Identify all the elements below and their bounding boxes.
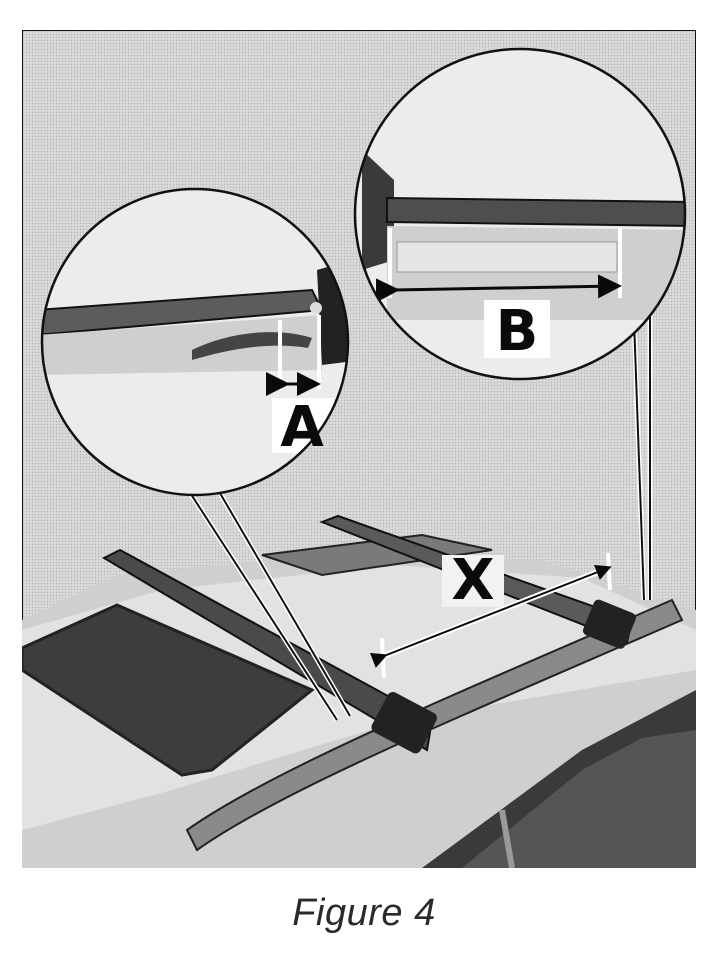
label-x: X: [451, 548, 494, 613]
dimension-x: X: [369, 548, 612, 679]
label-a: A: [280, 395, 324, 460]
crossbar-front: [101, 548, 437, 754]
figure-illustration: X A: [22, 30, 696, 868]
callout-a: A: [40, 187, 350, 497]
sunroof: [22, 603, 315, 777]
callout-b: B: [353, 47, 687, 381]
callout-leaders: [184, 310, 653, 722]
label-b: B: [496, 299, 539, 364]
figure-caption: Figure 4: [292, 892, 436, 934]
